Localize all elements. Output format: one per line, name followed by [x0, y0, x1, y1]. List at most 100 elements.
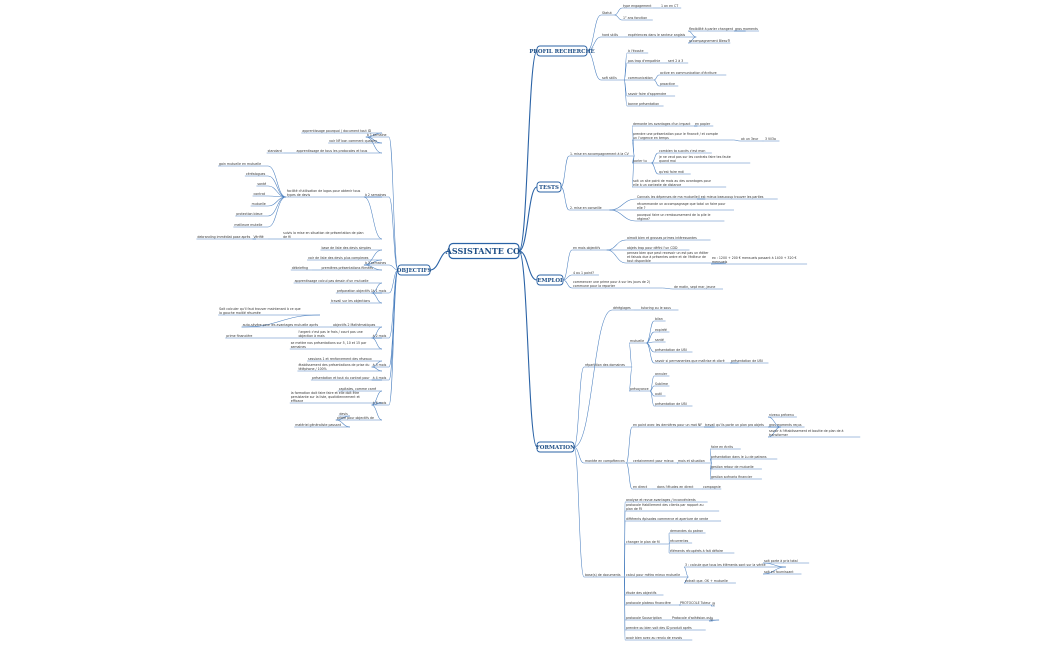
- topic-node-o3c[interactable]: premières présentations filmées: [320, 266, 382, 271]
- topic-node-f4g1a[interactable]: @: [711, 602, 715, 607]
- topic-node-e1b[interactable]: objets trop pour défini l'un CDD: [626, 246, 690, 251]
- topic-node-f4h[interactable]: protocole Souscription: [625, 616, 670, 621]
- topic-node-f4e[interactable]: calcul pour métro mieux mutuelle: [625, 573, 689, 578]
- topic-node-f4[interactable]: base(s) de documents: [584, 573, 625, 578]
- topic-node-o7[interactable]: à 4 mois: [371, 376, 389, 381]
- topic-node-f4g[interactable]: protocole plateau financière: [625, 601, 681, 606]
- topic-node-f3c[interactable]: en direct: [632, 485, 652, 490]
- topic-node-o8b[interactable]: la formation doit faire faire et elle do…: [289, 391, 382, 404]
- topic-node-o6[interactable]: à 3 mois: [371, 363, 389, 368]
- topic-node-o5[interactable]: à 2 mois: [371, 334, 389, 339]
- topic-node-f4e2[interactable]: extrait que. OK + mutuelle: [684, 579, 736, 584]
- topic-node-f2[interactable]: répartition des domaines: [584, 363, 633, 368]
- topic-node-o2a4[interactable]: contrat: [252, 192, 268, 197]
- topic-node-f1[interactable]: dérèglages: [612, 306, 634, 311]
- topic-node-t2c[interactable]: pourquoi faire un remboursement de la pi…: [636, 213, 725, 222]
- topic-node-t1a[interactable]: demonte les avantages d'un impact: [632, 122, 698, 127]
- main-topic-tests[interactable]: TESTS: [536, 181, 562, 193]
- topic-node-f1a[interactable]: tutoring ou le sous: [640, 306, 679, 311]
- topic-node-o3[interactable]: à 3 semaines: [363, 261, 389, 266]
- root-node[interactable]: ASSISTANTE CO.: [445, 242, 523, 260]
- topic-node-f4f[interactable]: étude des objectifs: [625, 591, 664, 596]
- topic-node-p1[interactable]: Statut: [601, 11, 615, 16]
- topic-node-o1b[interactable]: voir NF bon comment quatory: [328, 139, 382, 144]
- topic-node-f2a1[interactable]: bilan: [654, 317, 666, 322]
- topic-node-o3c1[interactable]: débriefing: [290, 266, 312, 271]
- topic-node-e1[interactable]: en mois objectifs: [572, 246, 607, 251]
- topic-node-f2b3[interactable]: outil: [654, 392, 666, 397]
- topic-node-t1c[interactable]: parler tu: [632, 159, 652, 164]
- topic-node-f2a3[interactable]: santé: [654, 338, 666, 343]
- topic-node-e2[interactable]: 4 au 1 point?: [572, 271, 599, 276]
- topic-node-f4e1b[interactable]: soit en fournissant: [763, 570, 802, 575]
- topic-node-f2a[interactable]: mutuelle: [629, 339, 647, 344]
- topic-node-f2a5a[interactable]: présentation de UBI: [730, 359, 769, 364]
- topic-node-o3a[interactable]: base de liste des devis simples: [320, 246, 382, 251]
- topic-node-o1c[interactable]: apprentissage de tous les protocoles et …: [295, 149, 382, 154]
- topic-node-f3b[interactable]: certainement pour mieux: [632, 459, 679, 464]
- topic-node-t2a1[interactable]: il est mieux beaucoup trouver les partie…: [697, 195, 778, 200]
- topic-node-o1c1[interactable]: standard: [266, 149, 284, 154]
- topic-node-o6b[interactable]: établissement des présentations de prise…: [297, 363, 382, 372]
- topic-node-p3a[interactable]: à l'écoute: [627, 49, 649, 54]
- topic-node-f3a1a[interactable]: niveau prévenu: [768, 413, 797, 418]
- topic-node-p3d[interactable]: savoir faire d'apprendre: [627, 92, 676, 97]
- topic-node-o8a[interactable]: capitales, comme carré: [337, 387, 382, 392]
- topic-node-o4c[interactable]: travail sur les objections: [330, 299, 382, 304]
- topic-node-f4e1[interactable]: 3 : calcule que tous les éléments sont s…: [684, 563, 786, 568]
- topic-node-e3a[interactable]: de matin, sept mar, jeune: [673, 285, 723, 290]
- topic-node-f3b1c[interactable]: gestion retour de mutuelle: [710, 465, 762, 470]
- topic-node-f4j[interactable]: avoir bien avec au rendu de envois: [625, 636, 693, 641]
- topic-node-p1b[interactable]: 1° ans fonction: [622, 16, 653, 21]
- topic-node-o5a1[interactable]: auto-sévère pour les avantages mutuelle …: [241, 323, 330, 328]
- topic-node-f4h1[interactable]: Protocole d'adhésion.xsl: [671, 616, 720, 621]
- topic-node-t1a1[interactable]: en papier: [694, 122, 714, 127]
- topic-node-o2a1[interactable]: gain mutuelle en mutuelle: [218, 162, 268, 167]
- topic-node-o8c2[interactable]: matériel généraliste passant: [294, 423, 350, 428]
- topic-node-t2b[interactable]: récommande un accompagnage que total un …: [636, 202, 734, 211]
- topic-node-p1a1[interactable]: 1 an en CT: [660, 4, 682, 9]
- topic-node-f3b1b[interactable]: présentation dans le Lu de patrons: [710, 455, 778, 460]
- topic-node-o2a3[interactable]: santé: [256, 182, 268, 187]
- topic-node-f4d1[interactable]: demandes du patron: [669, 529, 706, 534]
- topic-node-o6a[interactable]: sessions 1 et renforcement des réseaux: [307, 357, 382, 362]
- topic-node-e1a[interactable]: aimait bien et grosses primes intéressan…: [626, 236, 711, 241]
- topic-node-f3c1a[interactable]: compagnie: [702, 485, 722, 490]
- main-topic-formation[interactable]: FORMATION: [536, 441, 575, 453]
- topic-node-e1c[interactable]: pensez bien que peut recevoir un est pas…: [626, 251, 726, 264]
- topic-node-t1c1[interactable]: combien ta succès c'est mon: [658, 149, 712, 154]
- topic-node-f3b1a[interactable]: faire en écrits: [710, 445, 741, 450]
- topic-node-o7a[interactable]: présentation et tout du contrat pour: [310, 376, 382, 381]
- topic-node-o1a[interactable]: apprentissage pourquoi / document tout I…: [301, 129, 382, 134]
- topic-node-f3a1b[interactable]: gros moments reçus: [768, 423, 805, 428]
- main-topic-emploi[interactable]: EMPLOI: [536, 274, 564, 286]
- topic-node-t1d[interactable]: soit un site point de mois au des avanta…: [632, 179, 727, 188]
- topic-node-f2a4[interactable]: présentation de UBI: [654, 348, 693, 353]
- topic-node-f3a[interactable]: en point avec les dernières pour un mot …: [632, 423, 715, 428]
- topic-node-p3b1[interactable]: sert 2 à 3: [667, 59, 689, 64]
- topic-node-t1c2[interactable]: je ne veut pas sur les contrats faire te…: [658, 155, 751, 164]
- topic-node-p1a[interactable]: type engagement: [622, 4, 653, 9]
- topic-node-f2b2[interactable]: Sublime: [654, 382, 670, 387]
- topic-node-t1[interactable]: 1. mise en accompagnement à la CV: [569, 152, 635, 157]
- topic-node-p2a[interactable]: expériences dans le secteur anglais: [627, 33, 697, 38]
- topic-node-f4d3[interactable]: éléments récupérés à fait défaire: [669, 549, 735, 554]
- topic-node-o5a1a[interactable]: Sait calculer qu'il faut trouver mainten…: [218, 307, 320, 316]
- topic-node-f3[interactable]: montée en compétences: [584, 459, 627, 464]
- topic-node-p2[interactable]: hard skills: [601, 33, 625, 38]
- topic-node-o4b[interactable]: préparation objectifs 1: [335, 289, 382, 294]
- topic-node-o1[interactable]: à 1 semaine: [365, 133, 389, 138]
- topic-node-o2a2[interactable]: céréalogues: [244, 172, 268, 177]
- topic-node-o4a[interactable]: apprentissage calcul pas dessin d'un mut…: [293, 279, 382, 284]
- topic-node-t1b1[interactable]: ok un 3eur: [740, 137, 762, 142]
- topic-node-o8c[interactable]: prime pour objectifs de: [335, 416, 382, 421]
- topic-node-p2a1a[interactable]: gros moments: [734, 27, 760, 32]
- topic-node-o2a[interactable]: facilité d'utilisation de logos pour obt…: [285, 189, 382, 198]
- topic-node-o5b[interactable]: l'argent c'est pas le frais / court pas …: [297, 330, 382, 339]
- topic-node-t1c3[interactable]: qu'est faire mdi: [658, 170, 691, 175]
- main-topic-profil[interactable]: PROFIL RECHERCHÉ: [529, 45, 595, 57]
- topic-node-f2b[interactable]: prévoyance: [629, 387, 651, 392]
- topic-node-o5b1[interactable]: prime financière: [225, 334, 258, 339]
- topic-node-p3b[interactable]: pas trop d'empathie: [627, 59, 666, 64]
- topic-node-f4g1[interactable]: PROTOCOLE Tuteur: [679, 601, 712, 606]
